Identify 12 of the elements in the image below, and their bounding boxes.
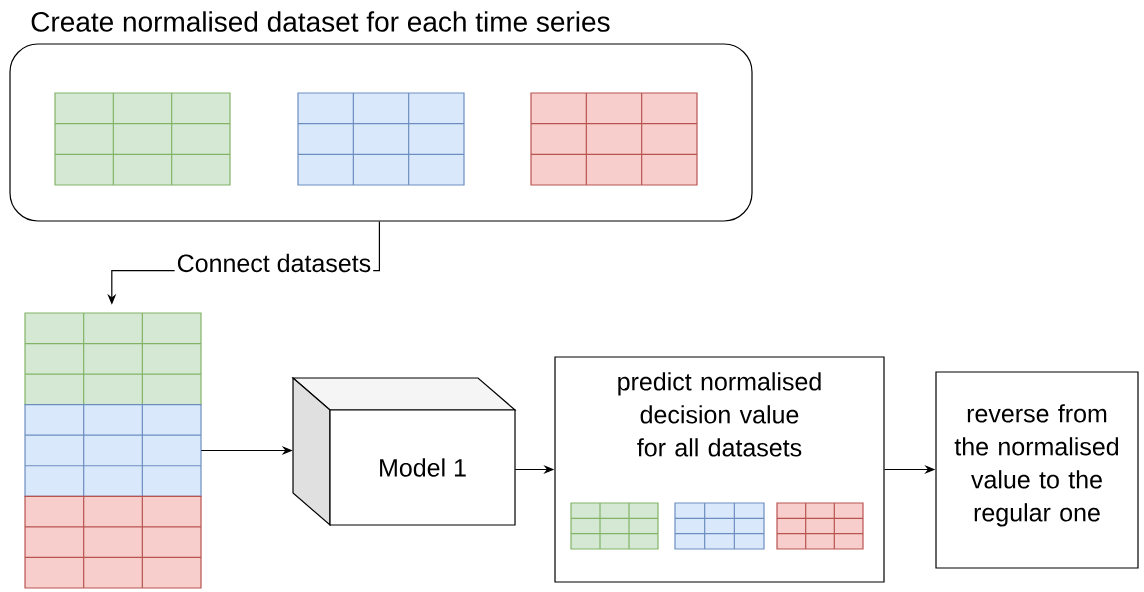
table-drawing	[297, 92, 465, 186]
table-drawing	[776, 502, 864, 550]
table-drawing	[24, 312, 202, 589]
edge-label: Connect datasets	[177, 253, 371, 273]
rounded-box: Create normalised dataset for each time series	[9, 11, 753, 222]
process-box: reverse from the normalised value to the regular one	[935, 371, 1139, 569]
table-drawing	[530, 92, 698, 186]
process-box: predict normalised decision value for all datasets	[554, 356, 885, 583]
table-drawing	[54, 92, 231, 186]
node-label: Create normalised dataset for each time series	[31, 11, 610, 32]
table-drawing	[570, 502, 659, 550]
table-drawing	[674, 502, 765, 550]
